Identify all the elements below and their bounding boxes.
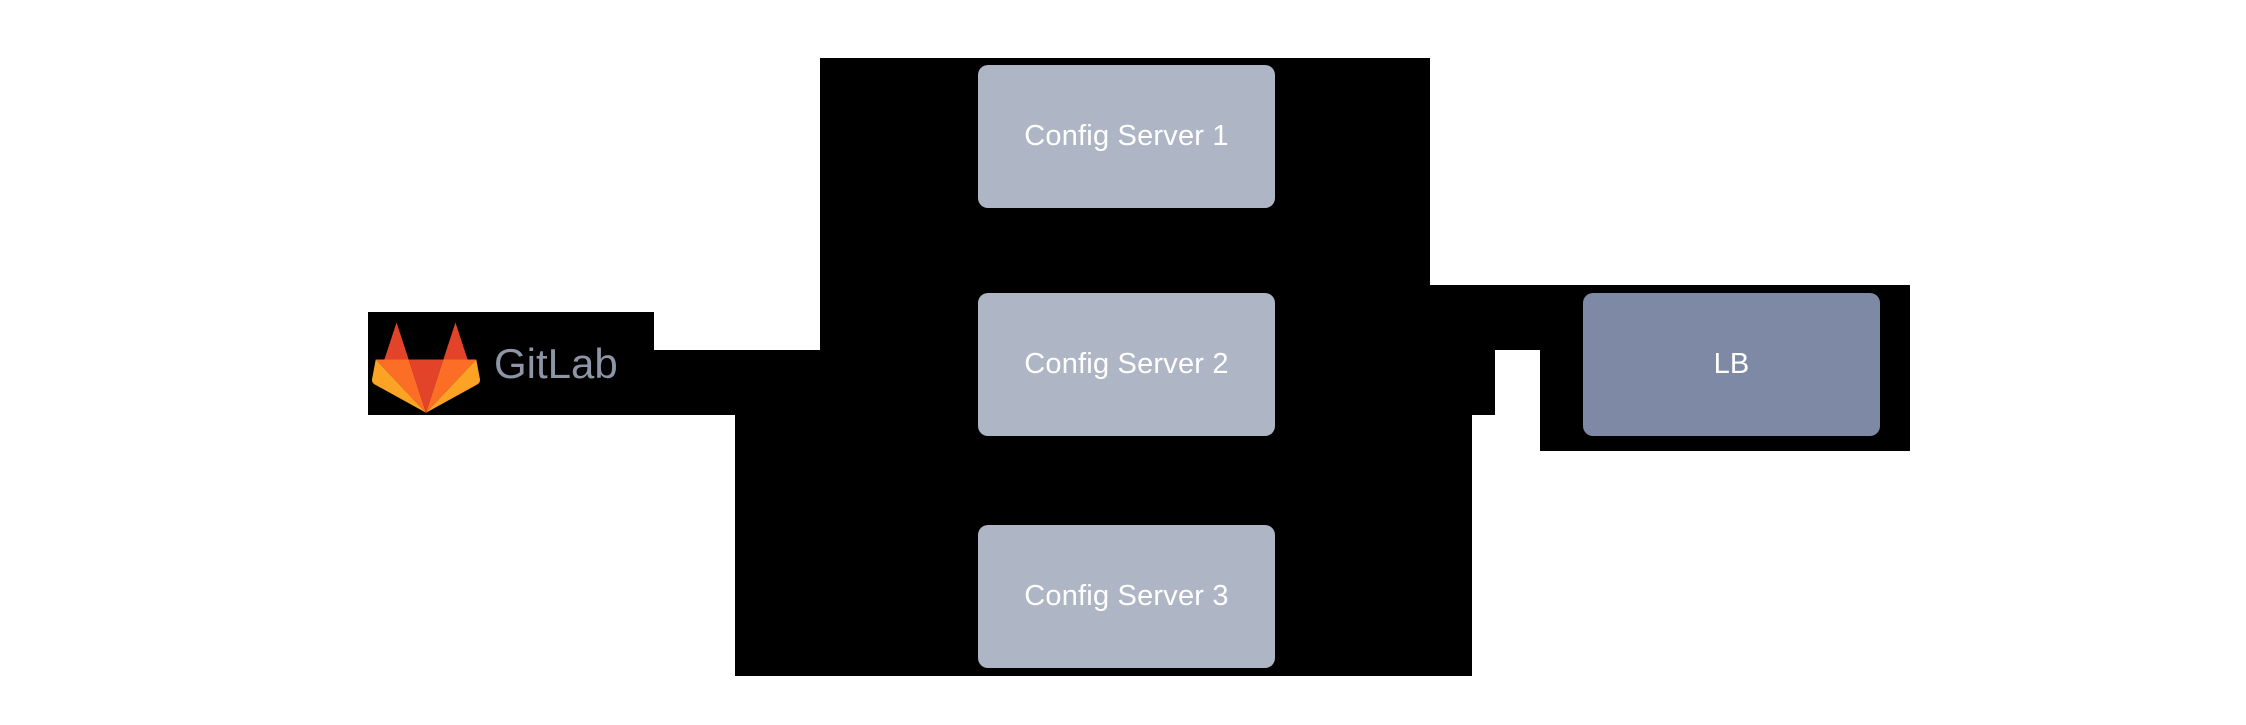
node-config-server-3[interactable]: Config Server 3: [978, 525, 1275, 668]
node-config-server-3-label: Config Server 3: [1024, 580, 1229, 612]
node-gitlab[interactable]: GitLab: [368, 312, 618, 415]
node-config-server-1[interactable]: Config Server 1: [978, 65, 1275, 208]
gitlab-logo-icon: [371, 322, 481, 413]
node-config-server-2[interactable]: Config Server 2: [978, 293, 1275, 436]
gitlab-node-label: GitLab: [494, 339, 618, 387]
node-load-balancer-label: LB: [1713, 348, 1750, 380]
node-config-server-1-label: Config Server 1: [1024, 120, 1229, 152]
node-load-balancer[interactable]: LB: [1583, 293, 1880, 436]
node-config-server-2-label: Config Server 2: [1024, 348, 1229, 380]
